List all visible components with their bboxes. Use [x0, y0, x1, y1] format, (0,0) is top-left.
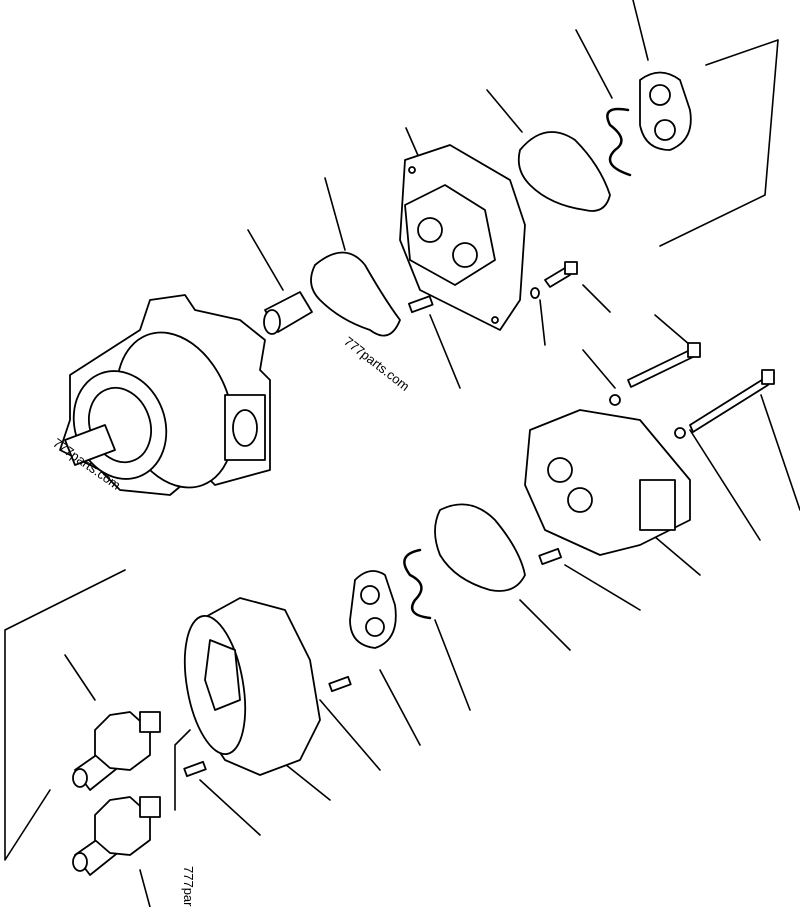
- wear-plate-lower: [349, 570, 397, 649]
- pump-body: [59, 294, 271, 496]
- wear-plate-upper: [639, 71, 692, 151]
- leader-lines: [4, 0, 800, 907]
- dowel-pin: [328, 675, 352, 693]
- drive-gear: [72, 711, 161, 791]
- pin: [407, 295, 434, 314]
- snap-ring-lower: [403, 548, 432, 620]
- dowel-pin: [183, 760, 207, 778]
- watermark: 777par: [181, 866, 196, 907]
- rear-body: [524, 409, 691, 556]
- upper-cover-plate: [399, 144, 526, 331]
- bolts: [530, 261, 775, 439]
- gasket-upper: [310, 251, 401, 337]
- bushing: [263, 291, 313, 335]
- gear-housing: [183, 597, 321, 776]
- watermark: 777parts.com: [341, 334, 412, 394]
- snap-ring-upper: [606, 107, 632, 177]
- gasket-upper-2: [517, 131, 611, 212]
- pin-rear: [538, 547, 563, 566]
- gasket-lower: [434, 503, 526, 592]
- driven-gear: [72, 796, 161, 876]
